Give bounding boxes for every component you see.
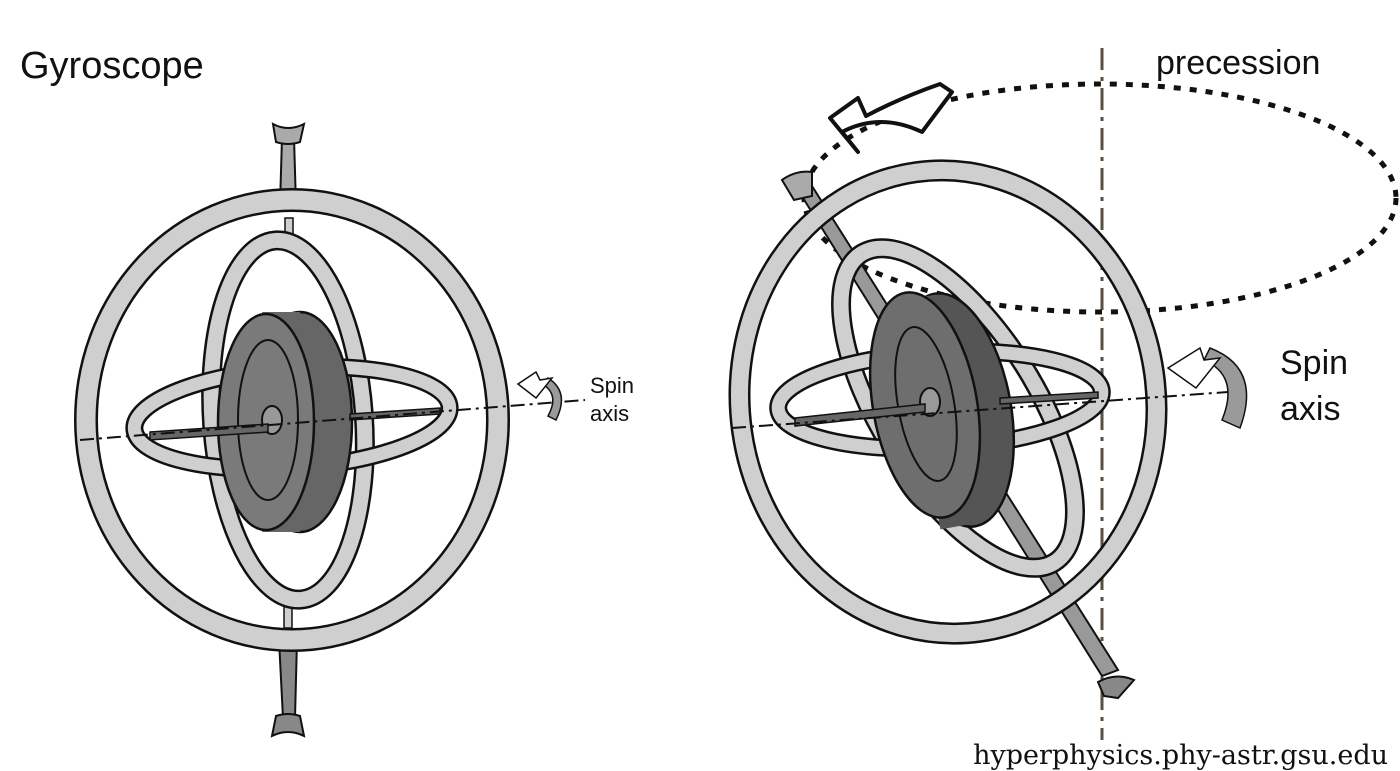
right-spin-arrow-icon — [1166, 346, 1248, 430]
left-spin-label-line1: Spin — [590, 373, 634, 398]
left-spin-arrow-icon — [516, 370, 563, 422]
right-spin-label-line2: axis — [1280, 390, 1340, 428]
right-spin-label-line1: Spin — [1280, 344, 1348, 382]
left-spin-axis-line — [79, 399, 586, 441]
source-credit: hyperphysics.phy-astr.gsu.edu — [973, 740, 1388, 771]
precession-arrow-icon — [828, 82, 954, 154]
left-spin-label-line2: axis — [590, 401, 629, 426]
left-axle — [149, 407, 441, 441]
left-rotor — [216, 310, 354, 534]
right-spin-axis-line — [731, 391, 1229, 429]
precession-label: precession — [1156, 44, 1320, 82]
left-outer-ring — [74, 188, 510, 652]
left-bottom-stem — [270, 639, 306, 738]
right-outer-ring — [728, 159, 1168, 645]
left-gyroscope: Spin axis — [74, 122, 634, 738]
right-gyroscope: precession — [728, 44, 1399, 740]
diagram-title: Gyroscope — [20, 45, 204, 87]
right-rotor — [868, 291, 1016, 530]
